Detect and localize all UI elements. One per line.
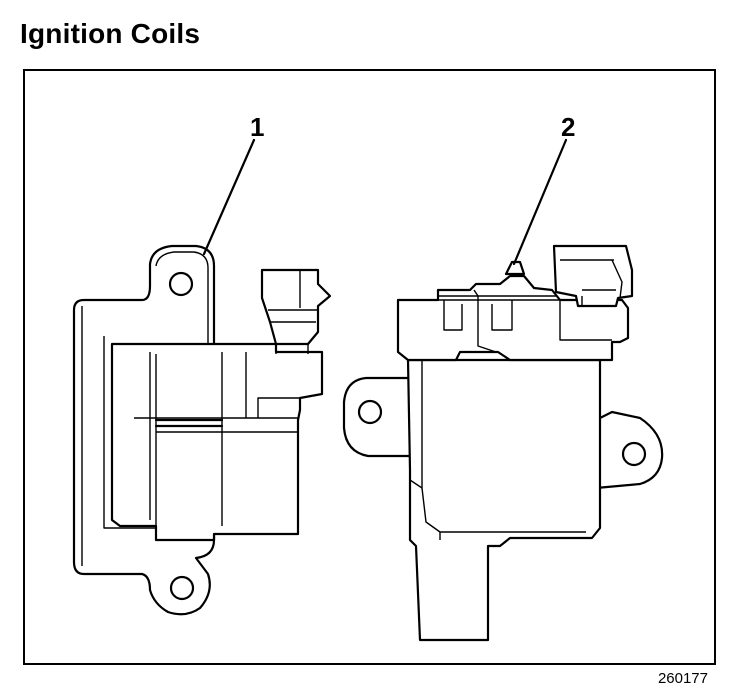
coil-2 — [342, 244, 664, 642]
coil-2-right-ear — [594, 410, 664, 490]
coil-2-top-housing — [396, 274, 630, 362]
coil-2-body — [406, 358, 602, 642]
coil-2-right-hole — [621, 441, 647, 467]
illustration-frame — [23, 69, 716, 665]
coil-2-left-ear — [342, 376, 412, 458]
coil-1-bracket — [72, 244, 216, 616]
coil-1-top-hole — [168, 271, 194, 297]
coil-2-left-hole — [357, 399, 383, 425]
page-title: Ignition Coils — [20, 18, 201, 49]
coil-1-connector — [260, 268, 332, 346]
callout-1: 1 — [250, 112, 264, 142]
coil-1-bottom-hole — [169, 575, 195, 601]
coil-1 — [72, 244, 332, 616]
figure-number: 260177 — [657, 670, 708, 687]
callout-2-leader — [512, 138, 568, 266]
callout-1-leader — [202, 138, 256, 256]
coil-1-body — [110, 342, 324, 542]
callout-2: 2 — [561, 112, 575, 142]
